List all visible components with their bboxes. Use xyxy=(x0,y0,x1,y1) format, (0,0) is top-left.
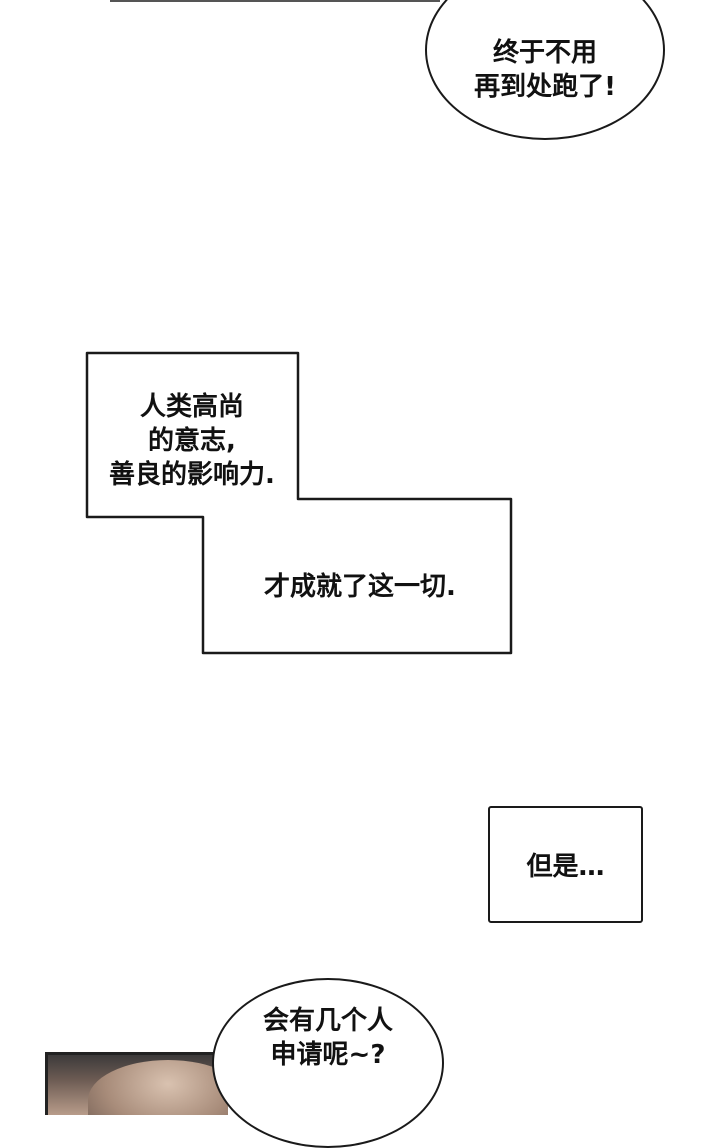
speech-line: 再到处跑了! xyxy=(474,72,616,102)
speech-line: 会有几个人 xyxy=(262,1006,393,1036)
narration-small-text: 但是… xyxy=(526,852,605,882)
character-hair-illustration xyxy=(45,1052,228,1115)
narration-line: 善良的影响力. xyxy=(109,460,275,490)
narration-line: 的意志, xyxy=(148,426,236,456)
narration-box-outline xyxy=(85,351,513,655)
speech-bubble-top: 终于不用 再到处跑了! xyxy=(425,0,665,140)
narration-line: 人类高尚 xyxy=(139,392,244,422)
narration-text-block-2: 才成就了这一切. xyxy=(264,572,456,602)
panel-border-line xyxy=(110,0,440,2)
speech-bubble-bottom: 会有几个人 申请呢~? xyxy=(212,978,444,1148)
narration-text-block-1: 人类高尚 的意志, 善良的影响力. xyxy=(92,390,292,492)
narration-box-small: 但是… xyxy=(488,806,643,923)
speech-line: 终于不用 xyxy=(492,38,597,68)
speech-line: 申请呢~? xyxy=(270,1040,386,1070)
hair-shape xyxy=(88,1060,228,1115)
